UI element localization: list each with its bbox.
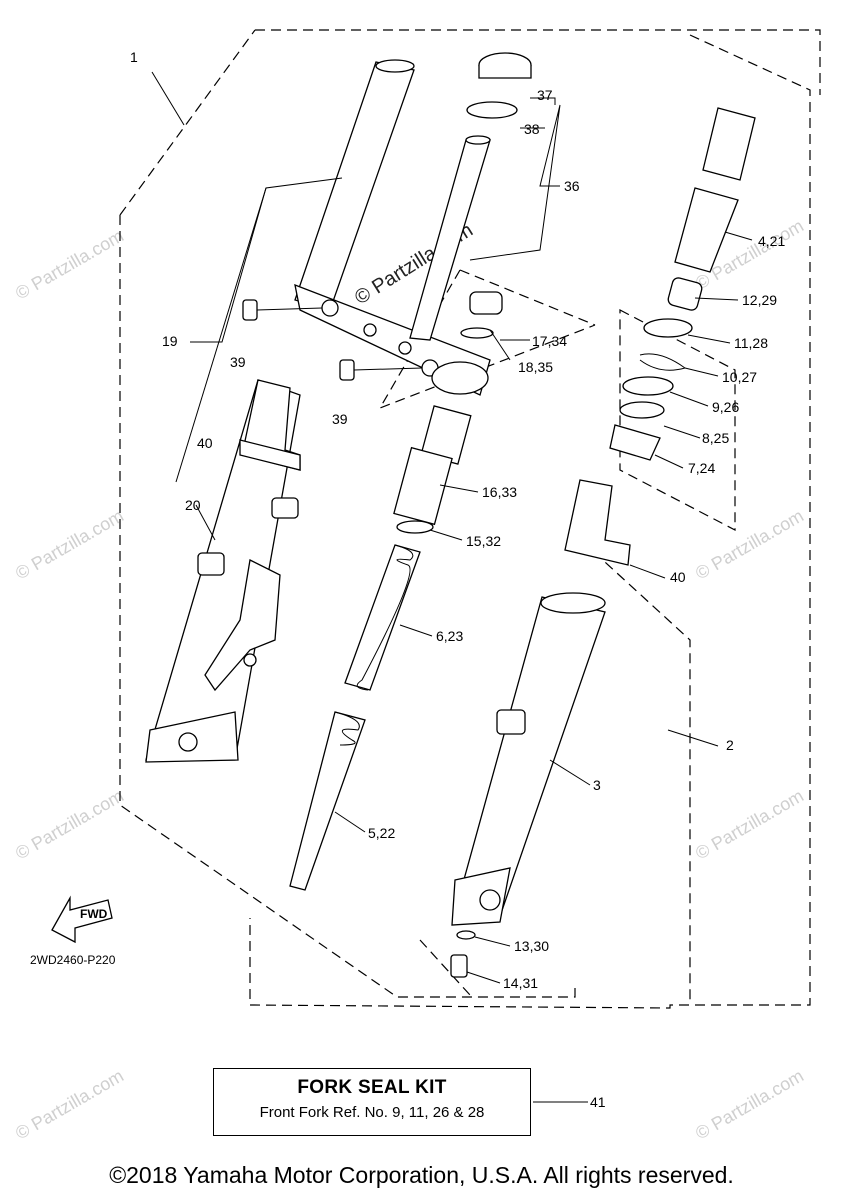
- callout-2: 2: [726, 737, 734, 753]
- washer-15-32: [396, 520, 434, 534]
- callout-36: 36: [564, 178, 580, 194]
- assembly-outline-2: [249, 34, 811, 1009]
- callout-14-31: 14,31: [503, 975, 538, 991]
- callout-16-33: 16,33: [482, 484, 517, 500]
- diagram-code: 2WD2460-P220: [30, 953, 116, 967]
- washer-38: [466, 101, 518, 119]
- callout-6-23: 6,23: [436, 628, 463, 644]
- inner-tube-top: [375, 59, 415, 73]
- dust-seal-8-25: [619, 401, 665, 419]
- guard-boss: [271, 497, 299, 519]
- fork-guard-right: [564, 479, 631, 566]
- group-7-12-outline: [619, 309, 736, 531]
- callout-41: 41: [590, 1094, 606, 1110]
- outer-tube-axle-hole: [479, 889, 501, 911]
- assembly-outline-1: [119, 29, 821, 998]
- spacer-16-33: [393, 446, 453, 526]
- spring-coils: [356, 544, 414, 691]
- callout-40a: 40: [197, 435, 213, 451]
- spring-6-23: [344, 544, 421, 691]
- callout-20: 20: [185, 497, 201, 513]
- callout-labels: 1 37 38 36 4,21 12,29 11,28 17,34 19 39 …: [130, 49, 785, 1110]
- slide-metal-4-21: [674, 187, 739, 273]
- watermark-text: © Partzilla.com: [12, 225, 127, 303]
- forward-direction-arrow: FWD: [51, 895, 113, 944]
- callout-3: 3: [593, 777, 601, 793]
- watermark-text: © Partzilla.com: [12, 1065, 127, 1143]
- watermark-text: © Partzilla.com: [12, 785, 127, 863]
- fork-seal-kit-box: FORK SEAL KIT Front Fork Ref. No. 9, 11,…: [213, 1068, 531, 1136]
- damper-rod-top: [465, 135, 491, 145]
- washer-13-30: [456, 930, 476, 940]
- cap-bolt-37-body: [478, 65, 532, 79]
- callout-15-32: 15,32: [466, 533, 501, 549]
- kit-title: FORK SEAL KIT: [297, 1077, 447, 1098]
- watermark-text: © Partzilla.com: [12, 505, 127, 583]
- callout-18-35: 18,35: [518, 359, 553, 375]
- bracket-hole: [398, 341, 412, 355]
- callout-7-24: 7,24: [688, 460, 715, 476]
- callout-37: 37: [537, 87, 553, 103]
- callout-38: 38: [524, 121, 540, 137]
- callout-1: 1: [130, 49, 138, 65]
- watermark-text: © Partzilla.com: [692, 785, 807, 863]
- callout-13-30: 13,30: [514, 938, 549, 954]
- caliper-mount-hole: [243, 653, 257, 667]
- callout-4-21: 4,21: [758, 233, 785, 249]
- copyright-notice: ©2018 Yamaha Motor Corporation, U.S.A. A…: [109, 1162, 734, 1188]
- slide-metal-upper: [702, 107, 756, 181]
- oil-seal-9-26: [622, 376, 674, 396]
- bolt-39-lower: [339, 359, 423, 381]
- callout-8-25: 8,25: [702, 430, 729, 446]
- bolt-17-34: [469, 291, 503, 315]
- callout-10-27: 10,27: [722, 369, 757, 385]
- callout-40b: 40: [670, 569, 686, 585]
- o-ring-18-35: [460, 327, 494, 339]
- axle-hole: [178, 732, 198, 752]
- leader-lines: [151, 71, 753, 1103]
- callout-19: 19: [162, 333, 178, 349]
- bolt-14-31: [450, 954, 468, 978]
- watermark-text: © Partzilla.com: [692, 1065, 807, 1143]
- caliper-mount: [204, 559, 281, 692]
- bracket-hole: [363, 323, 377, 337]
- bracket-hole: [321, 299, 339, 317]
- callout-17-34: 17,34: [532, 333, 567, 349]
- outer-tube-3: [454, 596, 606, 923]
- fwd-label: FWD: [80, 907, 108, 921]
- clip-10-27: [639, 353, 687, 371]
- callout-39b: 39: [332, 411, 348, 427]
- group-2-outline: [419, 529, 691, 1005]
- outer-tube-3-top: [540, 592, 606, 614]
- damper-rod-5-22: [289, 711, 366, 891]
- kit-subtitle: Front Fork Ref. No. 9, 11, 26 & 28: [259, 1104, 485, 1121]
- bolt-39-upper: [242, 299, 323, 321]
- callout-39a: 39: [230, 354, 246, 370]
- washer-11-28: [643, 318, 693, 338]
- outer-tube-boss: [496, 709, 526, 735]
- callout-9-26: 9,26: [712, 399, 739, 415]
- left-fork-assembly: [145, 59, 415, 763]
- guard-boss: [197, 552, 225, 576]
- callout-5-22: 5,22: [368, 825, 395, 841]
- damper-rod-coils: [334, 711, 360, 746]
- collar: [431, 361, 489, 395]
- fork-guard-clamp: [239, 439, 301, 471]
- callout-12-29: 12,29: [742, 292, 777, 308]
- seal-7-24: [609, 424, 661, 461]
- callout-11-28: 11,28: [734, 335, 768, 351]
- watermark-text: © Partzilla.com: [692, 505, 807, 583]
